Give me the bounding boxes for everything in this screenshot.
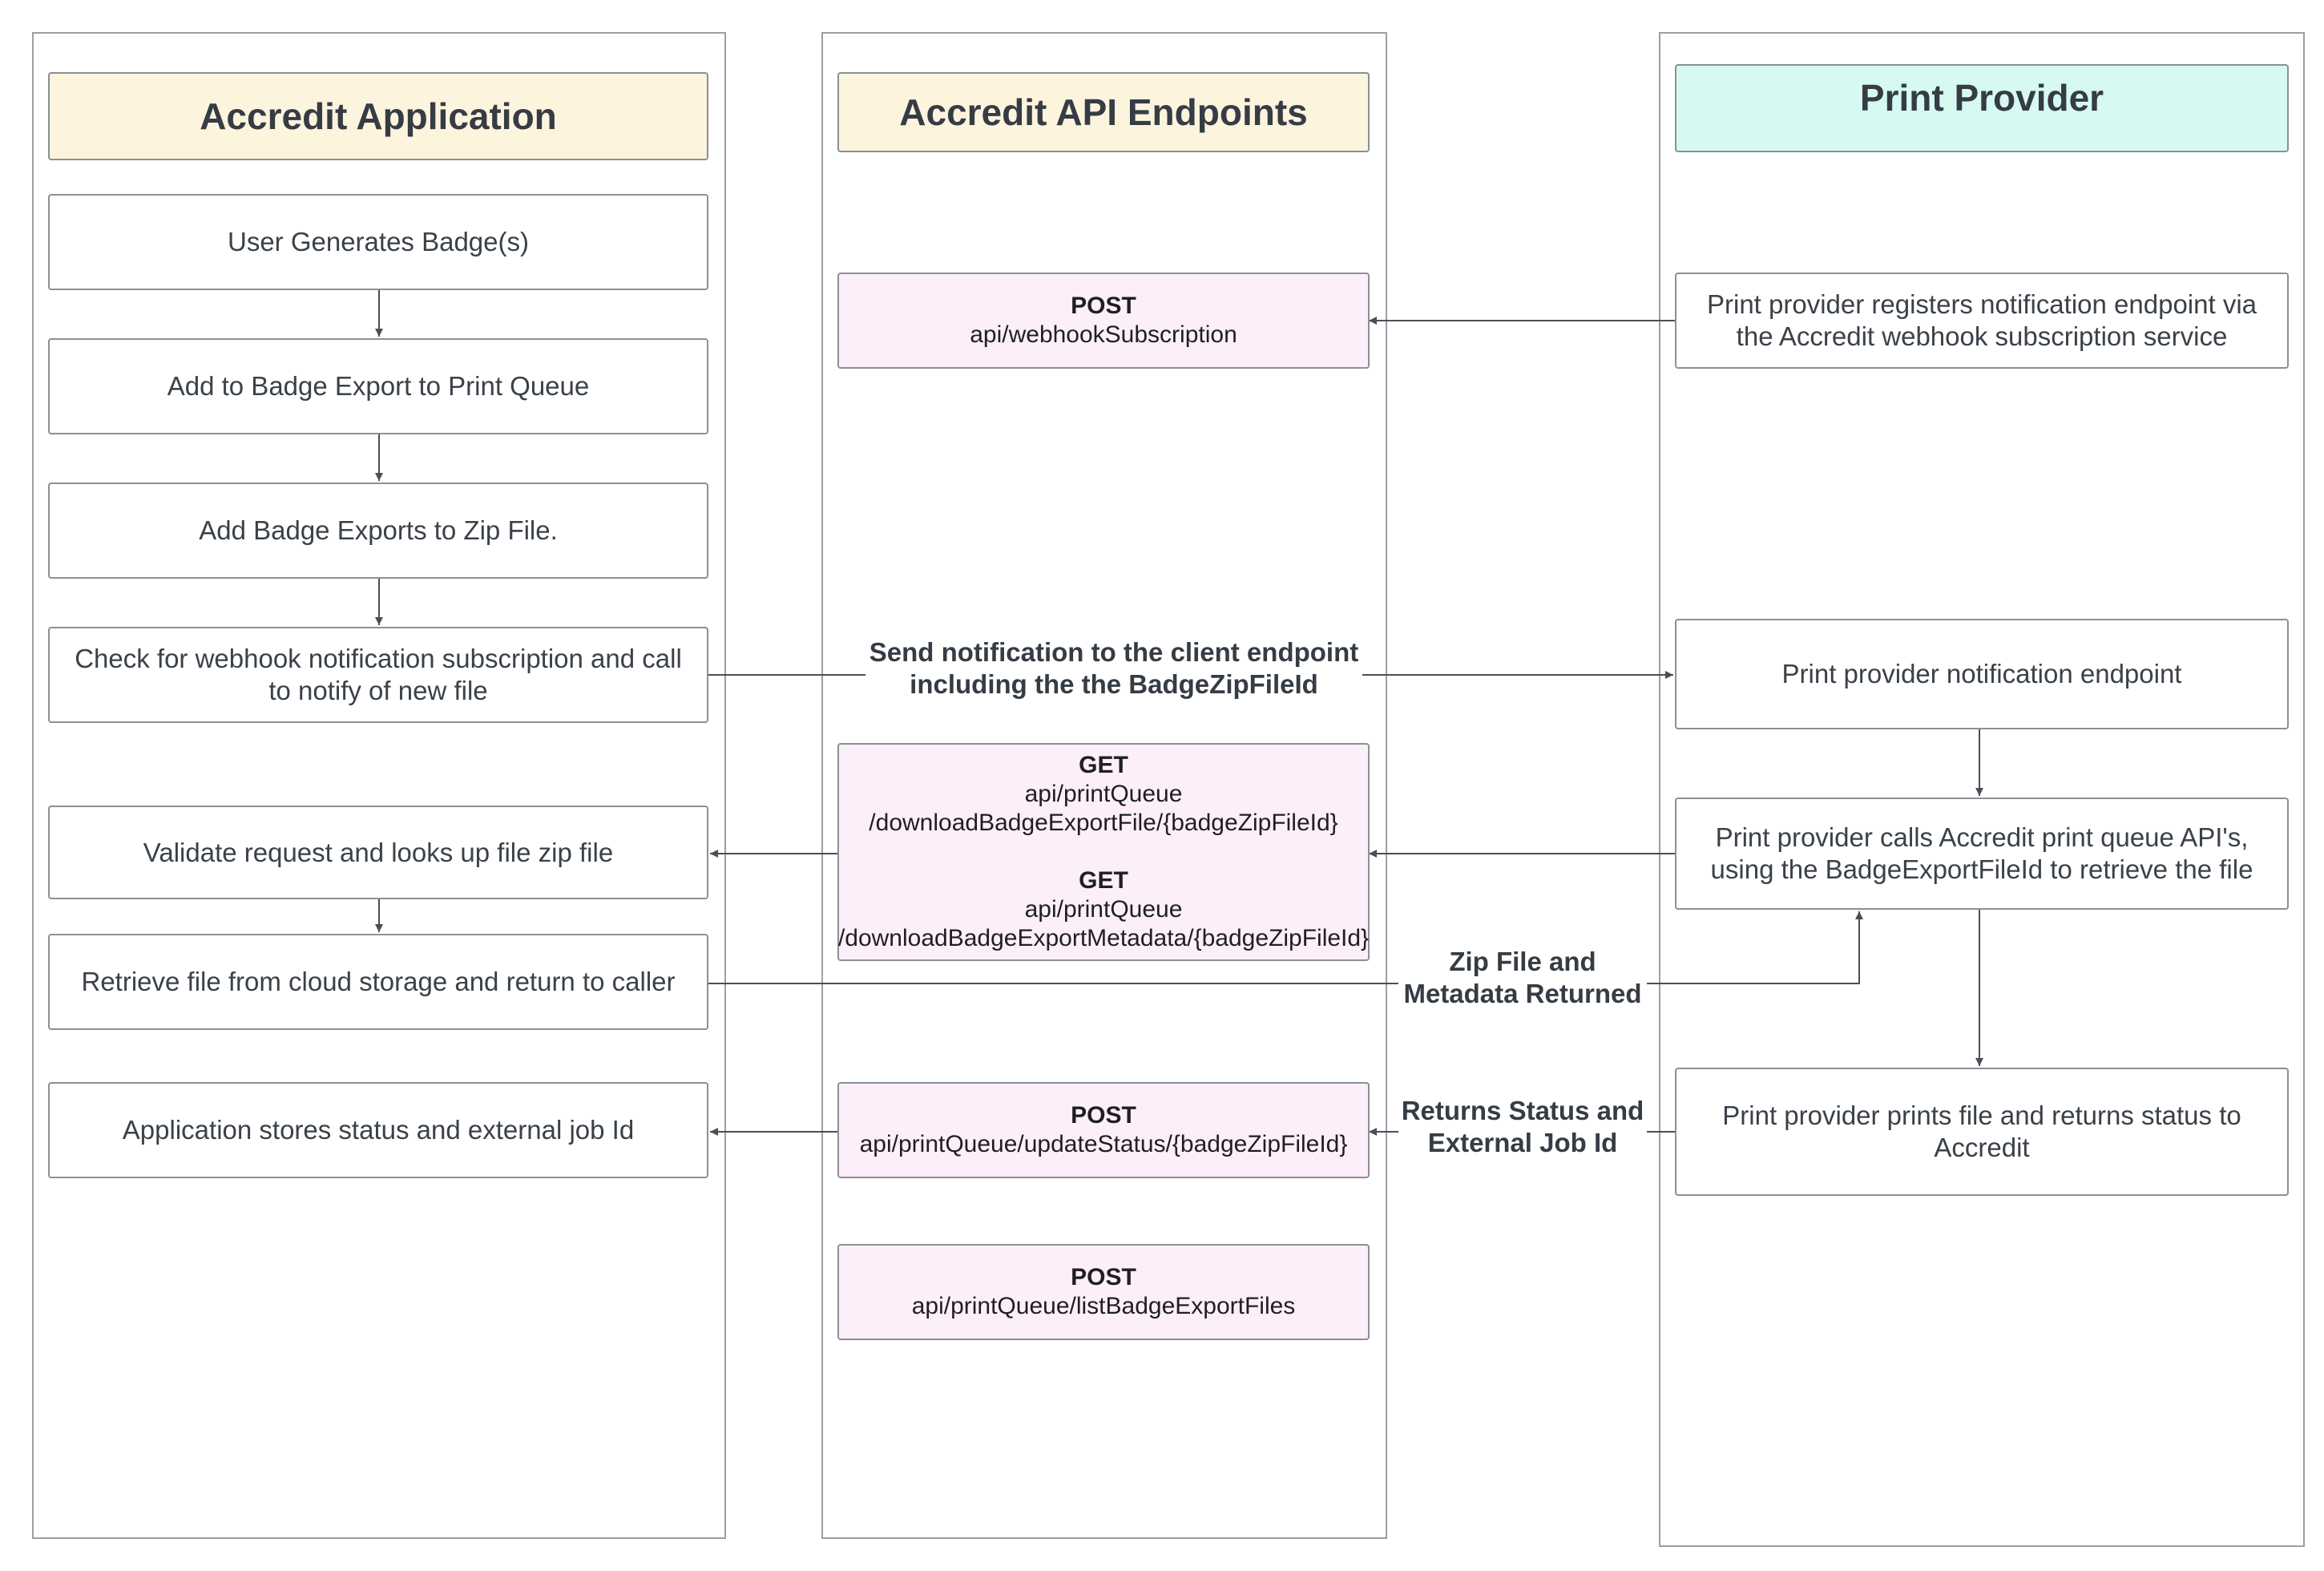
step-add-to-zip-file: Add Badge Exports to Zip File. [48, 483, 708, 579]
edge-label-line: Zip File and [1449, 947, 1596, 976]
endpoint-path: /downloadBadgeExportFile/{badgeZipFileId… [869, 810, 1338, 836]
edge-label-line: Returns Status and [1401, 1096, 1644, 1125]
provider-register-endpoint: Print provider registers notification en… [1675, 273, 2289, 369]
endpoint-path: api/printQueue/listBadgeExportFiles [911, 1293, 1296, 1319]
endpoint-webhook-subscription: POST api/webhookSubscription [837, 273, 1370, 369]
lane-title-accredit-api-endpoints: Accredit API Endpoints [837, 72, 1370, 152]
step-store-status: Application stores status and external j… [48, 1082, 708, 1178]
endpoint-path: api/printQueue/updateStatus/{badgeZipFil… [859, 1131, 1348, 1157]
provider-calls-print-queue-api: Print provider calls Accredit print queu… [1675, 798, 2289, 910]
endpoint-update-status: POST api/printQueue/updateStatus/{badgeZ… [837, 1082, 1370, 1178]
step-user-generates-badges: User Generates Badge(s) [48, 194, 708, 290]
edge-label-send-notification: Send notification to the client endpoint… [865, 636, 1362, 701]
step-add-to-print-queue: Add to Badge Export to Print Queue [48, 338, 708, 434]
endpoint-method: POST [1071, 293, 1136, 319]
endpoint-path: api/printQueue [1024, 781, 1183, 807]
edge-label-returns-status: Returns Status and External Job Id [1398, 1095, 1647, 1159]
edge-label-zip-file-returned: Zip File and Metadata Returned [1398, 946, 1647, 1010]
step-check-webhook-subscription: Check for webhook notification subscript… [48, 627, 708, 723]
endpoint-path: api/webhookSubscription [970, 321, 1237, 348]
arrow-zip-returned [708, 911, 1863, 984]
provider-notification-endpoint: Print provider notification endpoint [1675, 619, 2289, 729]
edge-label-line: Metadata Returned [1403, 979, 1642, 1008]
step-validate-request: Validate request and looks up file zip f… [48, 806, 708, 899]
edge-label-line: including the the BadgeZipFileId [910, 669, 1318, 699]
endpoint-method: POST [1071, 1102, 1136, 1129]
provider-prints-file: Print provider prints file and returns s… [1675, 1068, 2289, 1196]
lane-title-print-provider: Print Provider [1675, 64, 2289, 152]
step-retrieve-file: Retrieve file from cloud storage and ret… [48, 934, 708, 1030]
endpoint-path: api/printQueue [1024, 896, 1183, 923]
endpoint-method: POST [1071, 1264, 1136, 1290]
edge-label-line: External Job Id [1427, 1128, 1618, 1157]
endpoint-list-badge-export-files: POST api/printQueue/listBadgeExportFiles [837, 1244, 1370, 1340]
edge-label-line: Send notification to the client endpoint [869, 637, 1359, 667]
endpoint-path: /downloadBadgeExportMetadata/{badgeZipFi… [837, 925, 1370, 951]
endpoint-method: GET [1079, 752, 1128, 778]
endpoint-method: GET [1079, 867, 1128, 894]
endpoint-download-badge-export: GET api/printQueue /downloadBadgeExportF… [837, 743, 1370, 961]
lane-title-accredit-application: Accredit Application [48, 72, 708, 160]
